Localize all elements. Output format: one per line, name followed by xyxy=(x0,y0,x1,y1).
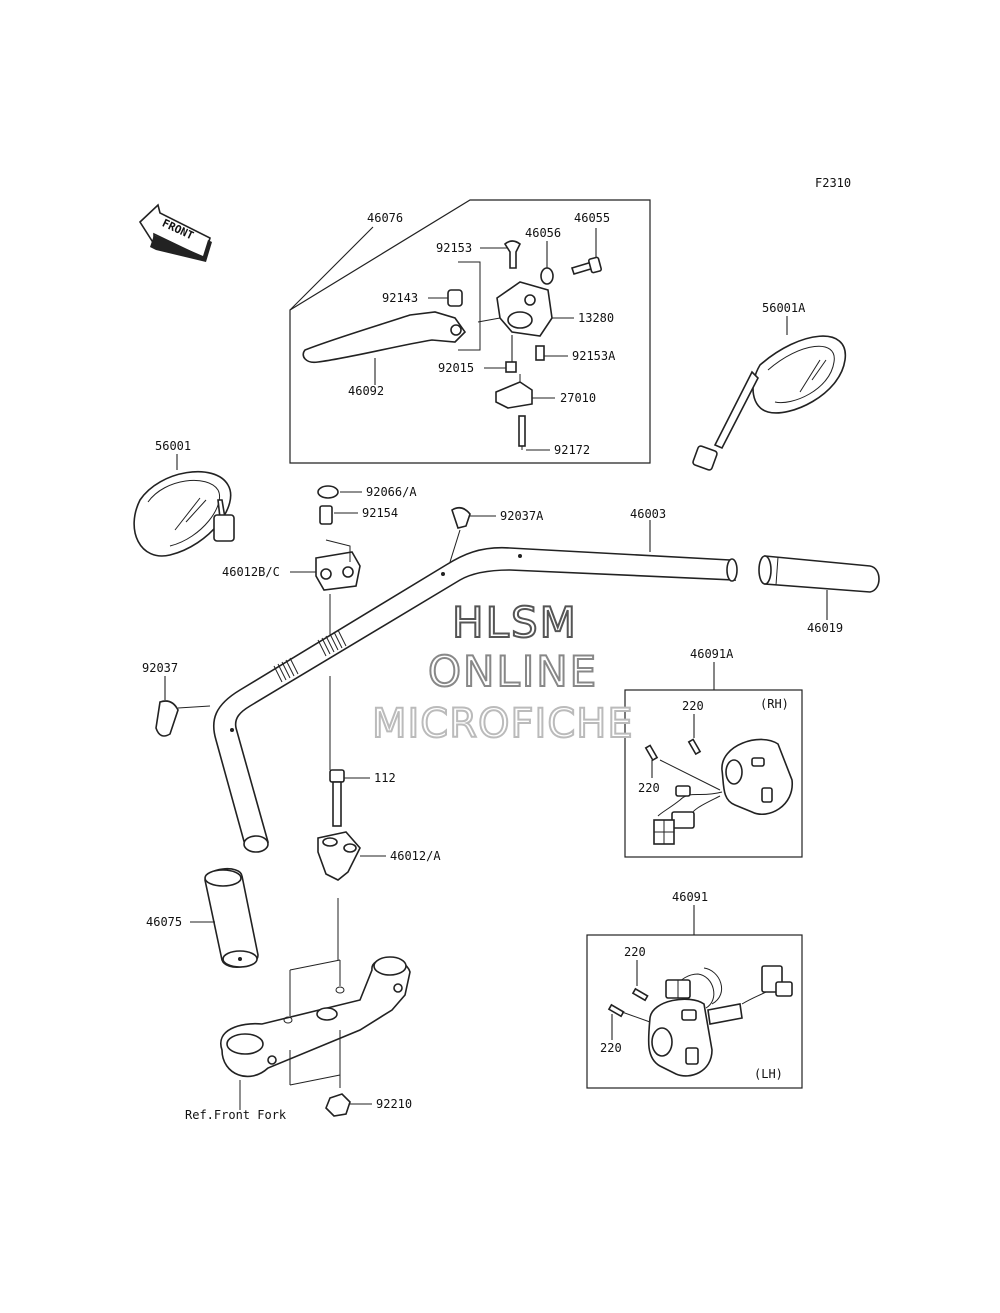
part-220-lh-bottom: 220 xyxy=(600,1041,622,1055)
part-92153A: 92153A xyxy=(572,349,616,363)
part-46091A: 46091A xyxy=(690,647,734,661)
part-92037: 92037 xyxy=(142,661,178,675)
part-220-rh-bottom: 220 xyxy=(638,781,660,795)
part-92015: 92015 xyxy=(438,361,474,375)
clutch-switch xyxy=(495,374,533,409)
part-92143: 92143 xyxy=(382,291,418,305)
figure-code: F2310 xyxy=(815,176,851,190)
holder-bolt xyxy=(329,769,345,827)
part-46019: 46019 xyxy=(807,621,843,635)
lh-wiring-harness xyxy=(665,965,793,1009)
part-56001A: 56001A xyxy=(762,301,806,315)
part-46012BC: 46012B/C xyxy=(222,565,280,579)
part-92066A: 92066/A xyxy=(366,485,417,499)
lever-holder-clamp xyxy=(477,281,553,337)
watermark-line-3: MICROFICHE xyxy=(372,701,634,747)
lower-handlebar-holder xyxy=(317,831,361,881)
throttle-grip xyxy=(758,555,880,593)
part-92037A: 92037A xyxy=(500,509,544,523)
part-46055: 46055 xyxy=(574,211,610,225)
front-fork-reference: Ref.Front Fork xyxy=(185,1108,287,1122)
part-112: 112 xyxy=(374,771,396,785)
lh-side-label: (LH) xyxy=(754,1067,783,1081)
part-220-rh-top: 220 xyxy=(682,699,704,713)
left-mirror xyxy=(133,470,235,557)
part-92154: 92154 xyxy=(362,506,398,520)
right-mirror xyxy=(692,335,846,471)
clutch-lever xyxy=(302,311,467,364)
watermark-line-1: HLSM xyxy=(452,598,578,647)
part-46076: 46076 xyxy=(367,211,403,225)
front-arrow-icon: FRONT xyxy=(138,203,212,262)
part-46003: 46003 xyxy=(630,507,666,521)
watermark-line-2: ONLINE xyxy=(428,647,598,696)
upper-handlebar-holder xyxy=(315,551,361,591)
part-220-lh-top: 220 xyxy=(624,945,646,959)
rh-side-label: (RH) xyxy=(760,697,789,711)
part-46092: 46092 xyxy=(348,384,384,398)
rh-wiring-harness xyxy=(653,785,723,845)
part-13280: 13280 xyxy=(578,311,614,325)
lh-switch-housing xyxy=(647,998,743,1077)
part-46012A: 46012/A xyxy=(390,849,441,863)
part-92153: 92153 xyxy=(436,241,472,255)
part-92172: 92172 xyxy=(554,443,590,457)
part-27010: 27010 xyxy=(560,391,596,405)
part-46056: 46056 xyxy=(525,226,561,240)
watermark: HLSM ONLINE MICROFICHE xyxy=(371,597,634,748)
part-46075: 46075 xyxy=(146,915,182,929)
part-92210: 92210 xyxy=(376,1097,412,1111)
part-46091: 46091 xyxy=(672,890,708,904)
left-grip xyxy=(204,868,259,968)
part-56001: 56001 xyxy=(155,439,191,453)
steering-stem-bracket xyxy=(220,956,411,1078)
handlebar xyxy=(212,546,738,853)
rh-switch-housing xyxy=(721,738,793,815)
lever-assembly-box xyxy=(289,199,651,464)
